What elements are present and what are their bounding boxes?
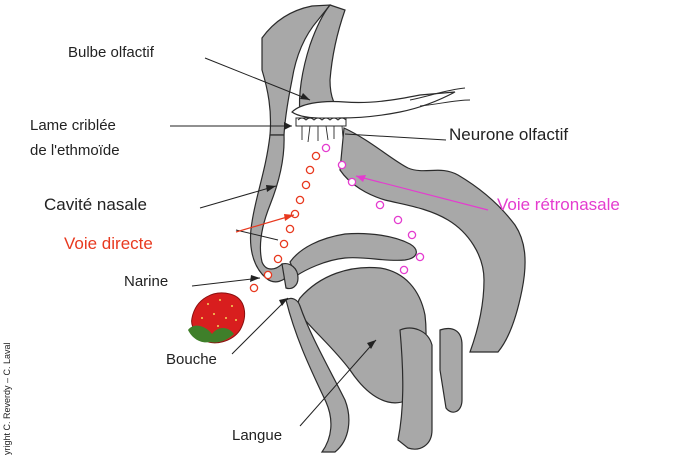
label-neurone-olfactif: Neurone olfactif	[449, 126, 568, 143]
label-ethmoide: de l'ethmoïde	[30, 143, 120, 158]
label-bulbe-olfactif: Bulbe olfactif	[68, 45, 154, 60]
label-voie-retronasale: Voie rétronasale	[497, 196, 620, 213]
strawberry-image	[188, 293, 245, 343]
nose	[251, 135, 290, 282]
label-cavite-nasale: Cavité nasale	[44, 196, 147, 213]
label-lame-criblee: Lame criblée	[30, 118, 116, 133]
copyright-text: yright C. Reverdy – C. Laval	[2, 342, 12, 455]
label-bouche: Bouche	[166, 352, 217, 367]
label-narine: Narine	[124, 274, 168, 289]
label-langue: Langue	[232, 428, 282, 443]
larynx	[398, 328, 432, 449]
pharynx-wall	[440, 329, 462, 413]
label-voie-directe: Voie directe	[64, 235, 153, 252]
